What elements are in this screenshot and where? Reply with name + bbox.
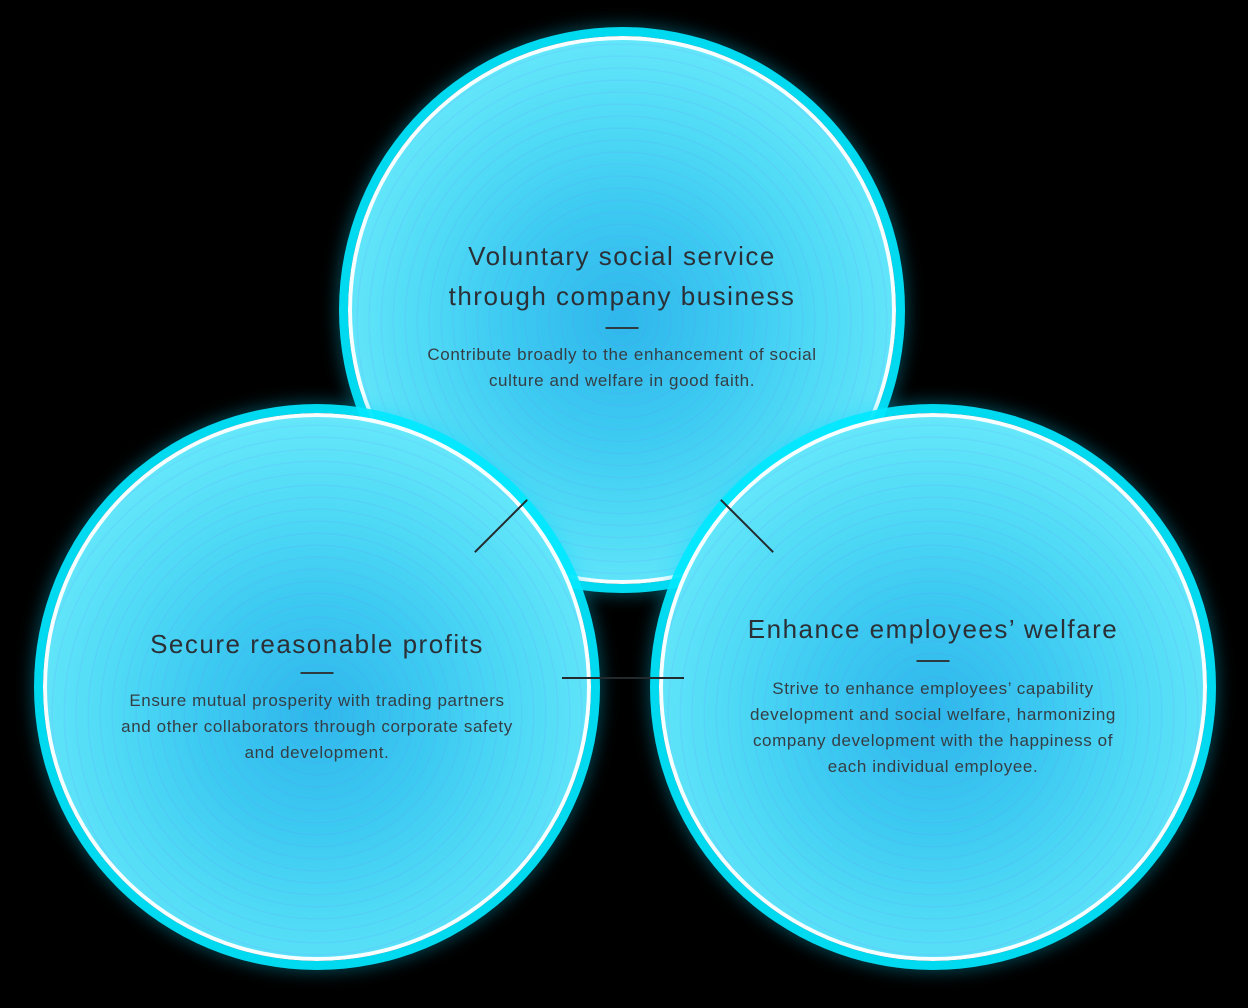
connector-line-left-to-right xyxy=(562,677,684,679)
circle-description: Ensure mutual prosperity with trading pa… xyxy=(121,691,513,762)
title-divider xyxy=(300,672,334,674)
circle-description: Strive to enhance employees’ capability … xyxy=(750,679,1116,776)
circle-secure-reasonable-profits: Secure reasonable profits Ensure mutual … xyxy=(43,413,591,961)
circle-title: Enhance employees’ welfare xyxy=(747,614,1119,644)
circle-title: Voluntary social service through company… xyxy=(448,241,796,311)
title-divider xyxy=(916,660,950,662)
circle-title: Secure reasonable profits xyxy=(150,629,484,659)
circle-enhance-employees-welfare: Enhance employees’ welfare Strive to enh… xyxy=(659,413,1207,961)
title-divider xyxy=(605,327,639,329)
circle-description: Contribute broadly to the enhancement of… xyxy=(427,345,817,390)
